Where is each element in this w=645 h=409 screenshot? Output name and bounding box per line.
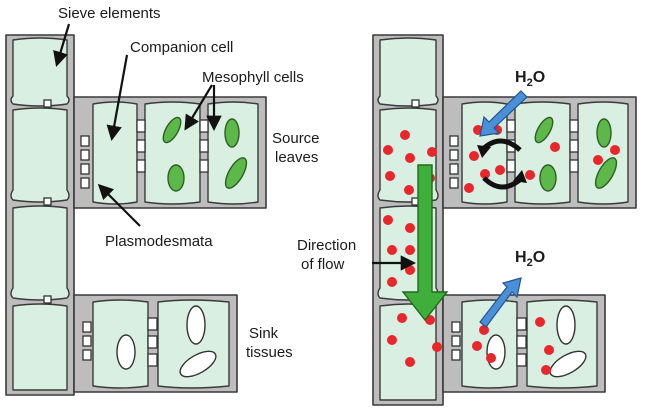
sieve-pore bbox=[411, 99, 420, 108]
sieve-element-4 bbox=[12, 303, 68, 391]
vacuole bbox=[486, 334, 506, 370]
sieve-element-1 bbox=[10, 37, 70, 107]
sieve-element-2 bbox=[10, 107, 70, 203]
plasmodesmata-sink-right bbox=[451, 317, 527, 367]
vacuole bbox=[556, 305, 576, 345]
plasmodesmata-arrow bbox=[97, 183, 141, 227]
label-mesophyll-cells: Mesophyll cells bbox=[202, 69, 304, 86]
down-arrow-icon bbox=[401, 164, 449, 322]
label-companion-cell: Companion cell bbox=[130, 39, 233, 56]
water-out-arrow-icon bbox=[479, 277, 522, 328]
plasmodesmata-sink-left bbox=[82, 317, 158, 367]
sugar-molecules bbox=[383, 125, 620, 375]
mesophyll-arrow-1 bbox=[184, 84, 213, 131]
chloroplast bbox=[539, 164, 557, 192]
label-plasmodesmata: Plasmodesmata bbox=[105, 233, 213, 250]
sieve-elements-arrow bbox=[53, 23, 71, 67]
sieve-element-r1 bbox=[377, 37, 439, 107]
companion-cell-arrow bbox=[106, 54, 129, 142]
water-in-arrow-icon bbox=[479, 90, 528, 137]
companion-cell-left bbox=[92, 101, 138, 205]
sieve-pore bbox=[43, 197, 52, 206]
label-water-top: H2O bbox=[515, 69, 545, 89]
mesophyll-cell-right-1 bbox=[514, 101, 571, 205]
sieve-pore bbox=[43, 99, 52, 108]
plasmodesmata-source-right bbox=[449, 119, 579, 189]
label-source-1: Source bbox=[272, 130, 320, 147]
label-sieve-elements: Sieve elements bbox=[58, 5, 161, 22]
label-sink-1: Sink bbox=[249, 325, 279, 342]
plasmodesmata-source-left bbox=[80, 119, 209, 189]
left-panel bbox=[5, 23, 267, 396]
mesophyll-cell-right-2 bbox=[577, 101, 629, 205]
vacuole bbox=[116, 334, 136, 370]
chloroplast bbox=[224, 157, 248, 189]
chloroplast bbox=[224, 118, 240, 148]
vacuole bbox=[179, 350, 217, 378]
chloroplast bbox=[594, 157, 618, 189]
curved-arrow-icon bbox=[477, 138, 527, 190]
label-direction-1: Direction bbox=[297, 237, 356, 254]
chloroplast bbox=[167, 164, 185, 192]
label-sink-2: tissues bbox=[246, 344, 293, 361]
chloroplast bbox=[534, 116, 554, 144]
vacuole bbox=[549, 350, 587, 378]
chloroplast bbox=[596, 118, 612, 148]
chloroplast bbox=[162, 116, 182, 144]
label-direction-2: of flow bbox=[301, 256, 345, 273]
right-panel bbox=[372, 34, 637, 406]
vacuole bbox=[186, 305, 206, 345]
label-water-bottom: H2O bbox=[515, 249, 545, 269]
sieve-pore bbox=[43, 295, 52, 304]
sieve-element-3 bbox=[10, 205, 70, 301]
mesophyll-cell-left-2 bbox=[207, 101, 259, 205]
label-source-2: leaves bbox=[275, 149, 318, 166]
